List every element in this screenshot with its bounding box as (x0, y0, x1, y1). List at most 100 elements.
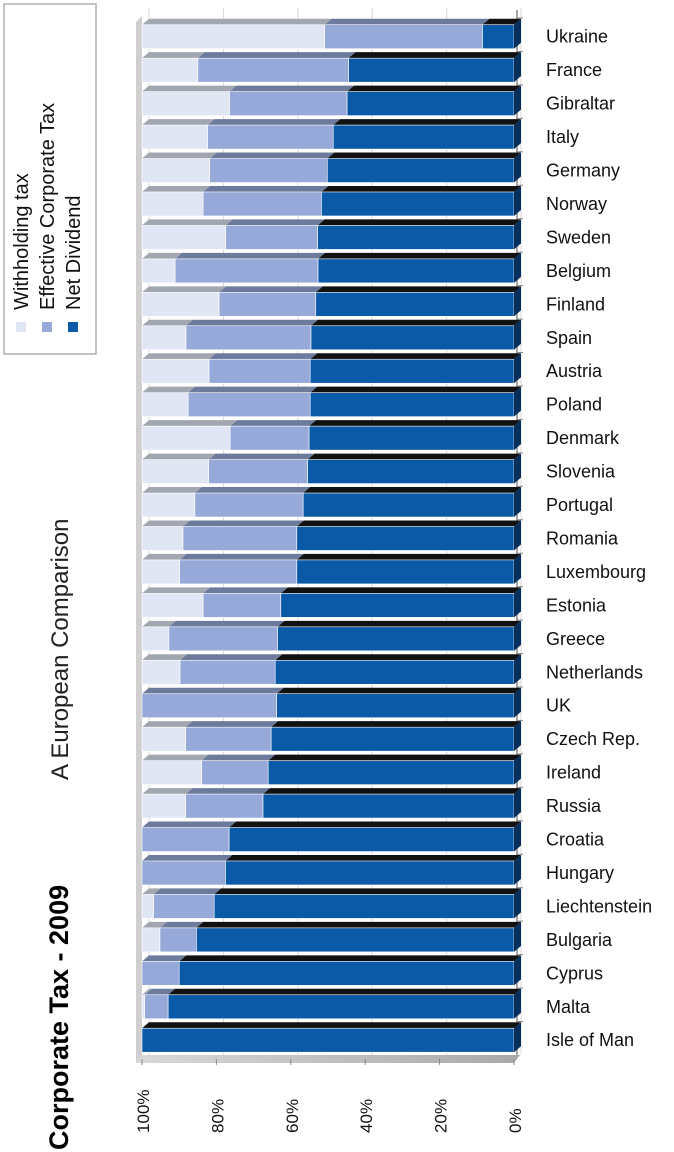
bar-top-italy-s0 (333, 119, 521, 126)
bar-top-luxembourg-s2 (142, 553, 187, 560)
bar-end (514, 119, 521, 150)
bar-end (514, 520, 521, 551)
category-labels: UkraineFranceGibraltarItalyGermanyNorway… (546, 27, 652, 1050)
bar-end (514, 821, 521, 852)
plot-area (136, 8, 523, 1063)
bar-estonia-effective-corporate-tax (202, 593, 282, 618)
bar-top-malta-s2 (142, 988, 152, 995)
bar-top-poland-s1 (188, 386, 318, 393)
bar-greece-withholding-tax (141, 626, 170, 652)
bar-estonia-net-dividend (280, 593, 515, 618)
bar-hungary-net-dividend (225, 860, 515, 886)
bar-top-norway-s1 (203, 185, 329, 192)
bar-top-greece-s0 (277, 620, 521, 627)
bar-top-luxembourg-s0 (296, 553, 521, 560)
bar-romania-effective-corporate-tax (182, 526, 298, 551)
chart-floor (136, 16, 142, 1063)
bar-ireland-withholding-tax (141, 760, 202, 785)
bar-top-belgium-s2 (142, 252, 183, 259)
x-tick-label: 40% (357, 1099, 376, 1133)
bar-top-uk-s1 (142, 687, 284, 694)
bar-top-germany-s2 (142, 152, 217, 159)
bar-end (514, 587, 521, 618)
chart-base (136, 1054, 520, 1063)
bar-greece-effective-corporate-tax (168, 626, 278, 652)
bar-portugal-effective-corporate-tax (194, 492, 304, 518)
bar-ireland-net-dividend (267, 760, 515, 785)
bar-finland-effective-corporate-tax (218, 292, 317, 317)
bar-top-croatia-s1 (142, 821, 237, 828)
legend-label-net-dividend: Net Dividend (63, 195, 85, 310)
bar-end (514, 152, 521, 183)
bar-poland-effective-corporate-tax (187, 392, 311, 417)
bar-liechtenstein-net-dividend (213, 894, 515, 919)
bar-uk-net-dividend (276, 693, 515, 719)
category-label: Isle of Man (546, 1030, 634, 1050)
bar-top-italy-s1 (207, 119, 341, 126)
bar-czech-rep--net-dividend (270, 726, 515, 752)
category-label: Cyprus (546, 963, 603, 983)
bar-top-netherlands-s0 (275, 654, 521, 661)
bar-top-portugal-s0 (303, 487, 521, 494)
chart-title: Corporate Tax - 2009 (44, 885, 74, 1150)
bar-top-greece-s1 (168, 620, 285, 627)
bar-liechtenstein-withholding-tax (141, 894, 154, 919)
bar-sweden-effective-corporate-tax (225, 225, 318, 250)
bar-cyprus-net-dividend (178, 961, 515, 986)
bar-slovenia-effective-corporate-tax (208, 459, 308, 484)
bar-top-finland-s0 (315, 286, 521, 293)
bar-top-ireland-s2 (142, 754, 209, 761)
bar-germany-withholding-tax (141, 158, 211, 183)
category-label: Luxembourg (546, 562, 646, 582)
bar-germany-net-dividend (326, 158, 515, 183)
category-label: Liechtenstein (546, 896, 652, 916)
bar-top-italy-s2 (142, 119, 215, 126)
bar-sweden-withholding-tax (141, 225, 226, 250)
bar-top-norway-s2 (142, 185, 211, 192)
bar-luxembourg-effective-corporate-tax (179, 559, 298, 585)
bar-belgium-withholding-tax (141, 258, 176, 284)
bar-top-uk-s0 (276, 687, 521, 694)
bar-top-belgium-s0 (317, 252, 521, 259)
category-label: Norway (546, 194, 607, 214)
bar-ukraine-withholding-tax (141, 24, 325, 50)
bar-spain-withholding-tax (141, 325, 187, 351)
bar-russia-net-dividend (262, 793, 515, 819)
bar-czech-rep--effective-corporate-tax (185, 726, 272, 752)
bar-ukraine-effective-corporate-tax (324, 24, 483, 50)
category-label: Romania (546, 528, 619, 548)
category-label: Gibraltar (546, 94, 615, 114)
bar-top-spain-s2 (142, 319, 193, 326)
bar-top-bulgaria-s1 (159, 921, 204, 928)
bar-netherlands-withholding-tax (141, 659, 181, 685)
bar-austria-effective-corporate-tax (208, 358, 311, 384)
bar-end (514, 319, 521, 350)
category-label: Germany (546, 161, 620, 181)
category-label: Estonia (546, 595, 607, 615)
bar-top-austria-s1 (208, 353, 318, 360)
x-tick-label: 0% (506, 1108, 525, 1133)
bar-top-liechtenstein-s0 (214, 888, 521, 895)
bar-sweden-net-dividend (317, 225, 515, 250)
legend-label-effective-corporate-tax: Effective Corporate Tax (37, 103, 59, 310)
bar-top-france-s1 (197, 52, 356, 59)
category-label: Sweden (546, 227, 611, 247)
bar-end (514, 754, 521, 785)
bar-top-czech-rep--s0 (271, 721, 521, 728)
category-label: Greece (546, 629, 605, 649)
bar-gibraltar-withholding-tax (141, 91, 230, 116)
bar-italy-net-dividend (332, 124, 515, 150)
bar-end (514, 955, 521, 986)
bar-top-france-s2 (142, 52, 205, 59)
bar-end (514, 854, 521, 885)
bar-top-isle-of-man-s0 (142, 1022, 521, 1029)
bar-end (514, 85, 521, 116)
bar-poland-net-dividend (309, 392, 515, 417)
bar-france-withholding-tax (141, 57, 199, 83)
category-label: Slovenia (546, 462, 616, 482)
bar-top-ukraine-s1 (324, 18, 490, 25)
bar-croatia-effective-corporate-tax (141, 827, 230, 852)
bar-end (514, 888, 521, 919)
bar-end (514, 788, 521, 819)
